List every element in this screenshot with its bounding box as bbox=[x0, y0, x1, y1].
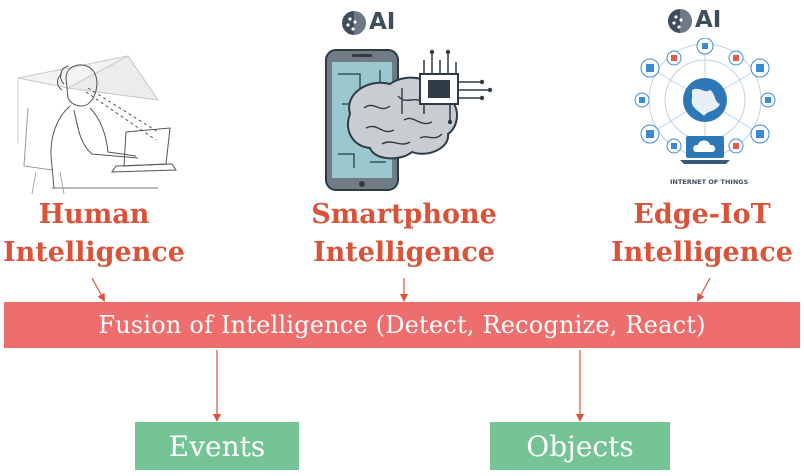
ai-logo-text: AI bbox=[695, 7, 722, 33]
output-label-objects: Objects bbox=[526, 429, 634, 463]
source-title-line2: Intelligence bbox=[611, 237, 793, 268]
fusion-label: Fusion of Intelligence (Detect, Recogniz… bbox=[98, 311, 706, 339]
source-title-line2: Intelligence bbox=[3, 237, 185, 268]
ai-logo-text: AI bbox=[369, 9, 396, 35]
internet-of-things-icon bbox=[634, 38, 776, 164]
output-label-events: Events bbox=[168, 429, 266, 463]
arrow-human-to-fusion bbox=[91, 277, 105, 302]
source-title-human: Human Intelligence bbox=[0, 196, 188, 272]
source-title-line1: Human bbox=[38, 199, 150, 230]
source-title-smartphone: Smartphone Intelligence bbox=[302, 196, 506, 272]
fusion-bar: Fusion of Intelligence (Detect, Recogniz… bbox=[4, 302, 800, 348]
output-box-events: Events bbox=[135, 422, 299, 470]
ai-logo-icon bbox=[342, 11, 366, 35]
iot-caption: INTERNET OF THINGS bbox=[670, 178, 749, 186]
source-title-edge-iot: Edge-IoT Intelligence bbox=[608, 196, 796, 272]
source-title-line2: Intelligence bbox=[313, 237, 495, 268]
arrow-edge-iot-to-fusion bbox=[697, 277, 711, 302]
ai-logo-icon bbox=[668, 9, 692, 33]
smartphone-brain-chip-icon bbox=[325, 49, 493, 191]
output-box-objects: Objects bbox=[490, 422, 670, 470]
source-title-line1: Edge-IoT bbox=[633, 199, 771, 230]
person-at-laptop-icon bbox=[17, 55, 177, 195]
source-title-line1: Smartphone bbox=[311, 199, 497, 230]
